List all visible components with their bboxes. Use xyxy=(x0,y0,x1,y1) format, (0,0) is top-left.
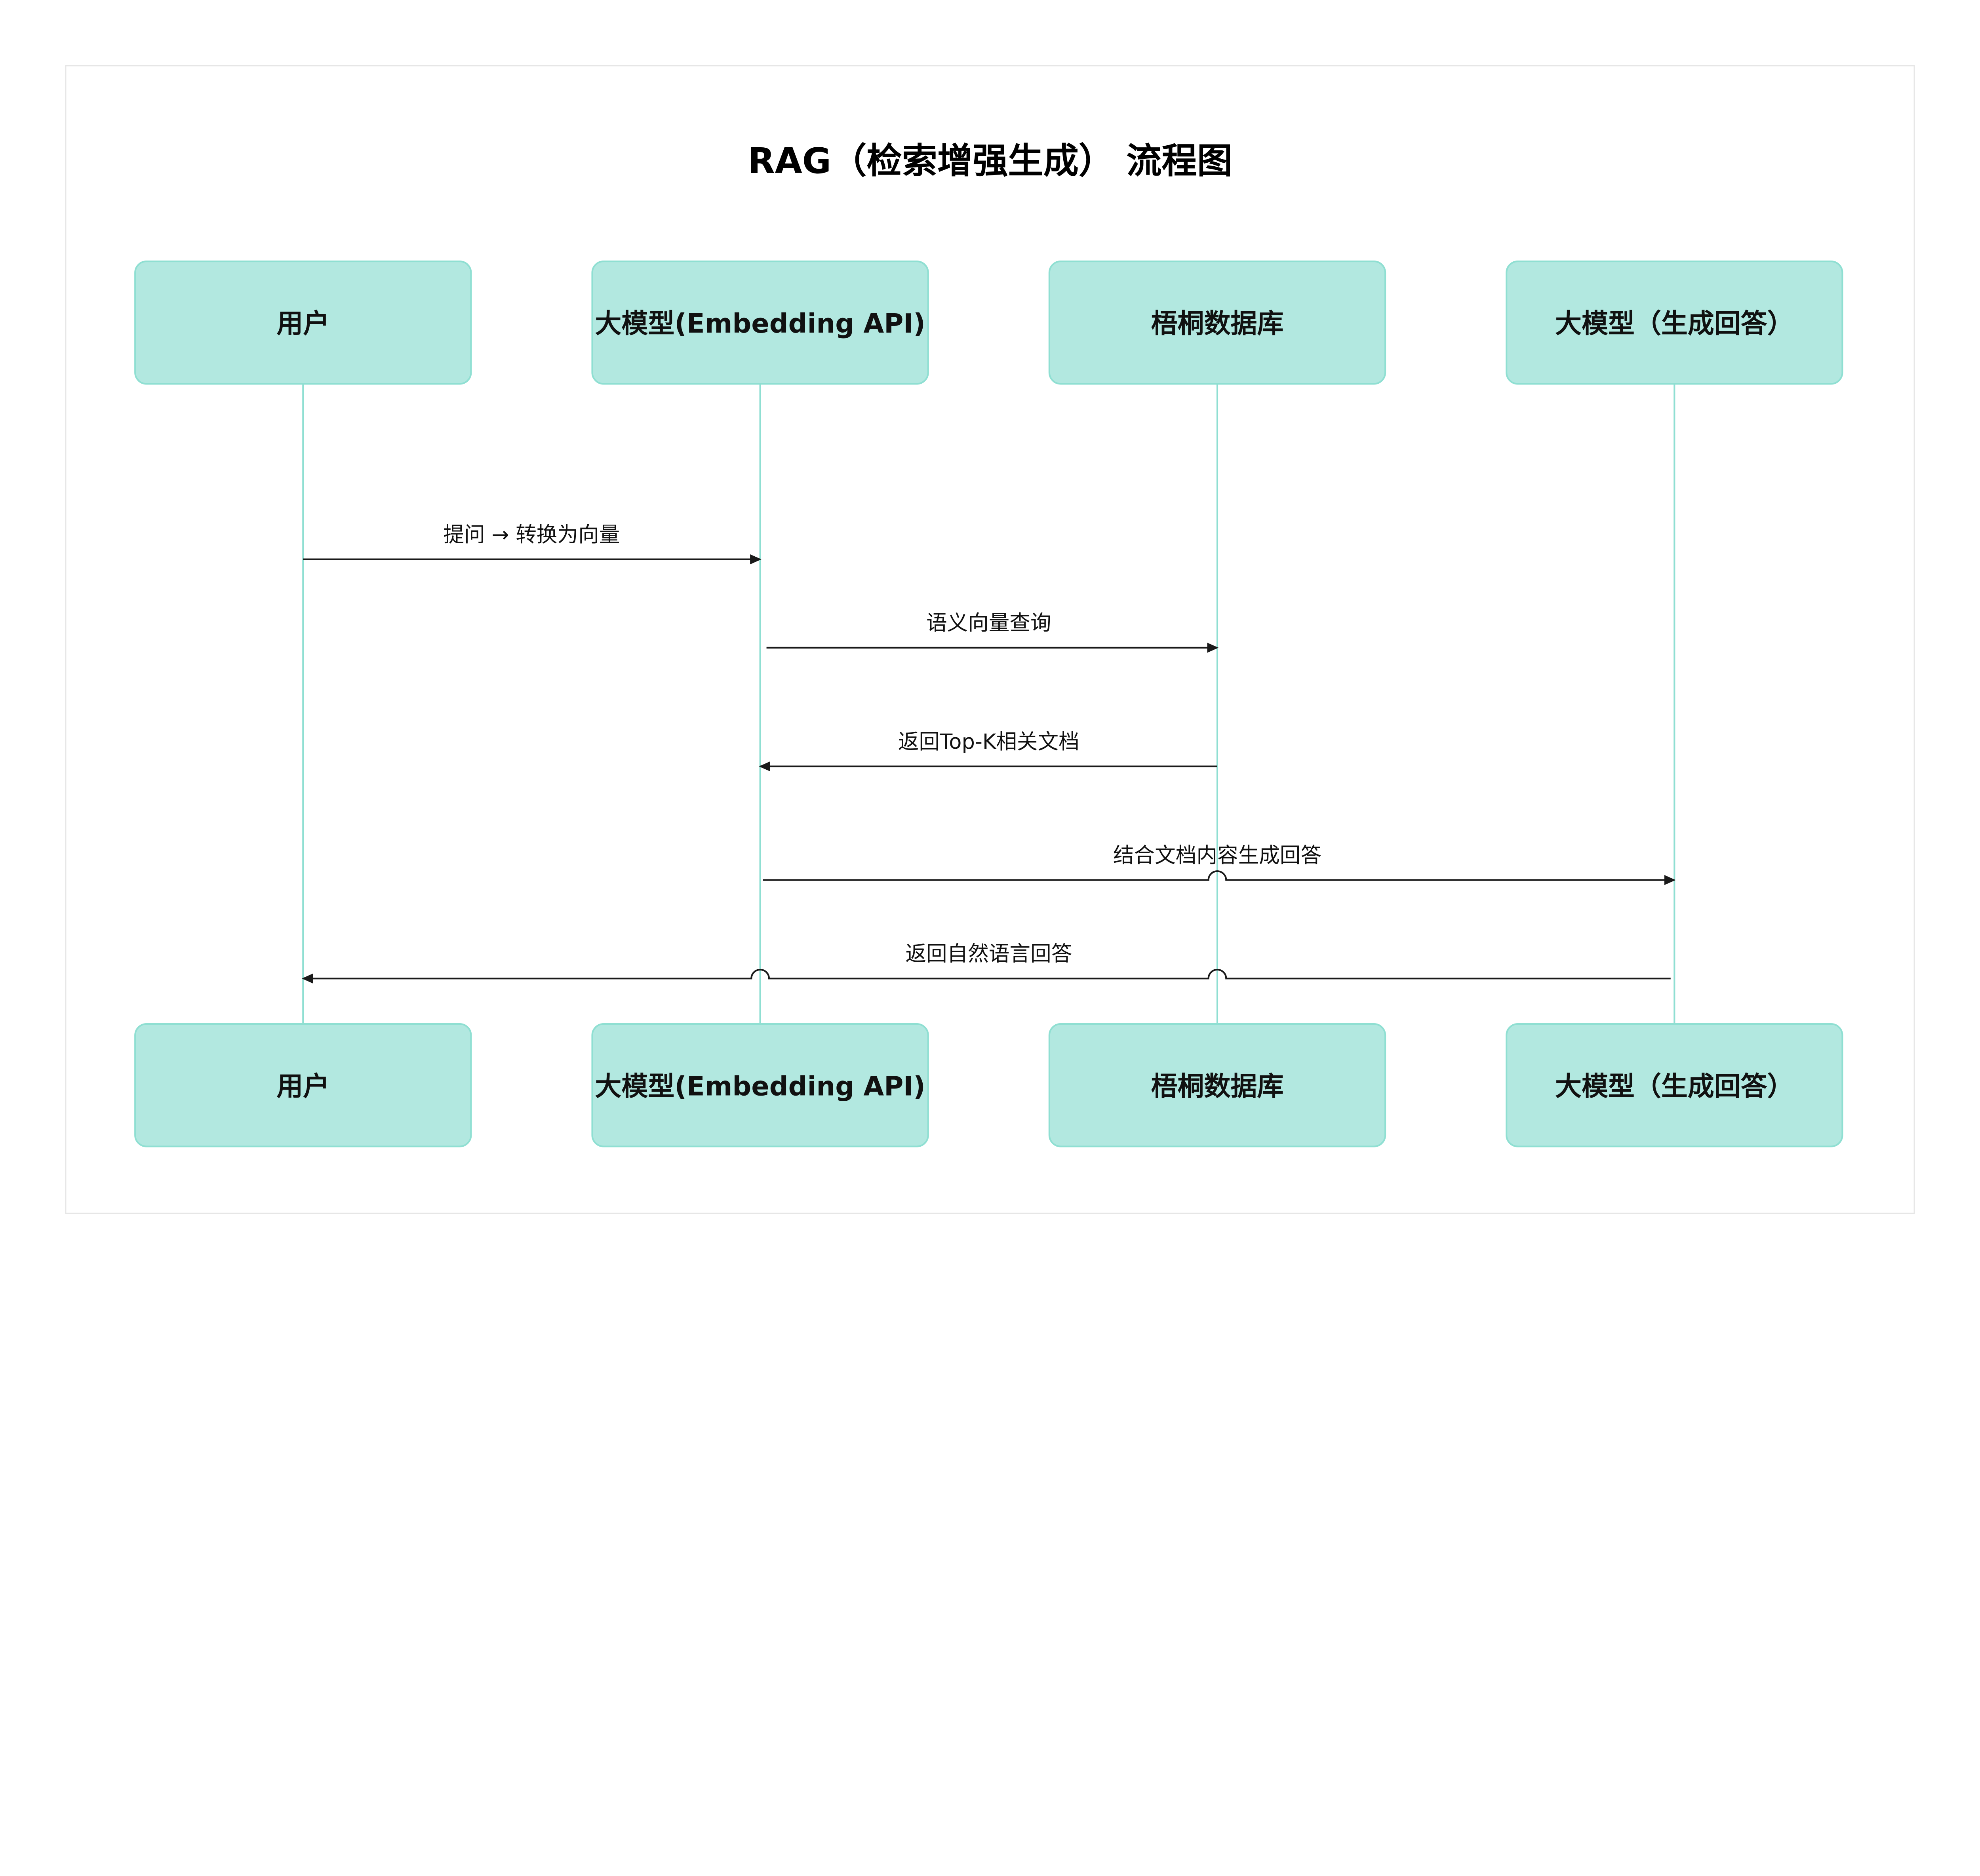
message-arrow[interactable]: 语义向量查询 xyxy=(766,611,1219,653)
message-label: 返回Top-K相关文档 xyxy=(898,730,1079,754)
participant-label: 大模型（生成回答） xyxy=(1555,308,1794,339)
message-line xyxy=(763,870,1676,885)
diagram-title: RAG（检索增强生成） 流程图 xyxy=(748,141,1232,182)
message-label: 提问 → 转换为向量 xyxy=(444,523,620,547)
participant-box-shape xyxy=(1048,261,1386,385)
participant-label: 梧桐数据库 xyxy=(1151,308,1284,339)
participant-label: 用户 xyxy=(276,308,329,339)
participant-label: 大模型（生成回答） xyxy=(1555,1071,1794,1102)
message-label: 结合文档内容生成回答 xyxy=(1113,843,1321,868)
participant-box-bottom[interactable]: 用户 xyxy=(134,1023,472,1147)
participant-box-top[interactable]: 大模型（生成回答） xyxy=(1506,261,1843,385)
participant-box-bottom[interactable]: 大模型(Embedding API) xyxy=(591,1023,929,1147)
message-arrow[interactable]: 返回Top-K相关文档 xyxy=(759,730,1217,772)
participant-box-bottom[interactable]: 梧桐数据库 xyxy=(1048,1023,1386,1147)
message-arrow[interactable]: 结合文档内容生成回答 xyxy=(763,843,1676,885)
participant-box-shape xyxy=(134,261,472,385)
participant-label: 用户 xyxy=(276,1071,329,1102)
message-arrow[interactable]: 提问 → 转换为向量 xyxy=(303,523,762,565)
participant-box-shape xyxy=(134,1023,472,1147)
participant-box-shape xyxy=(1506,261,1843,385)
participant-label: 梧桐数据库 xyxy=(1151,1071,1284,1102)
participant-box-shape xyxy=(591,261,929,385)
diagram-frame xyxy=(65,65,1915,1214)
message-line xyxy=(302,968,1671,984)
participant-box-shape xyxy=(591,1023,929,1147)
participant-box-bottom[interactable]: 大模型（生成回答） xyxy=(1506,1023,1843,1147)
participant-box-top[interactable]: 大模型(Embedding API) xyxy=(591,261,929,385)
participant-box-top[interactable]: 用户 xyxy=(134,261,472,385)
participant-label: 大模型(Embedding API) xyxy=(595,1071,925,1102)
message-label: 语义向量查询 xyxy=(926,611,1051,635)
participant-label: 大模型(Embedding API) xyxy=(595,308,925,339)
participant-box-shape xyxy=(1048,1023,1386,1147)
participant-box-top[interactable]: 梧桐数据库 xyxy=(1048,261,1386,385)
message-label: 返回自然语言回答 xyxy=(905,942,1072,966)
message-arrow[interactable]: 返回自然语言回答 xyxy=(302,942,1671,984)
participant-box-shape xyxy=(1506,1023,1843,1147)
